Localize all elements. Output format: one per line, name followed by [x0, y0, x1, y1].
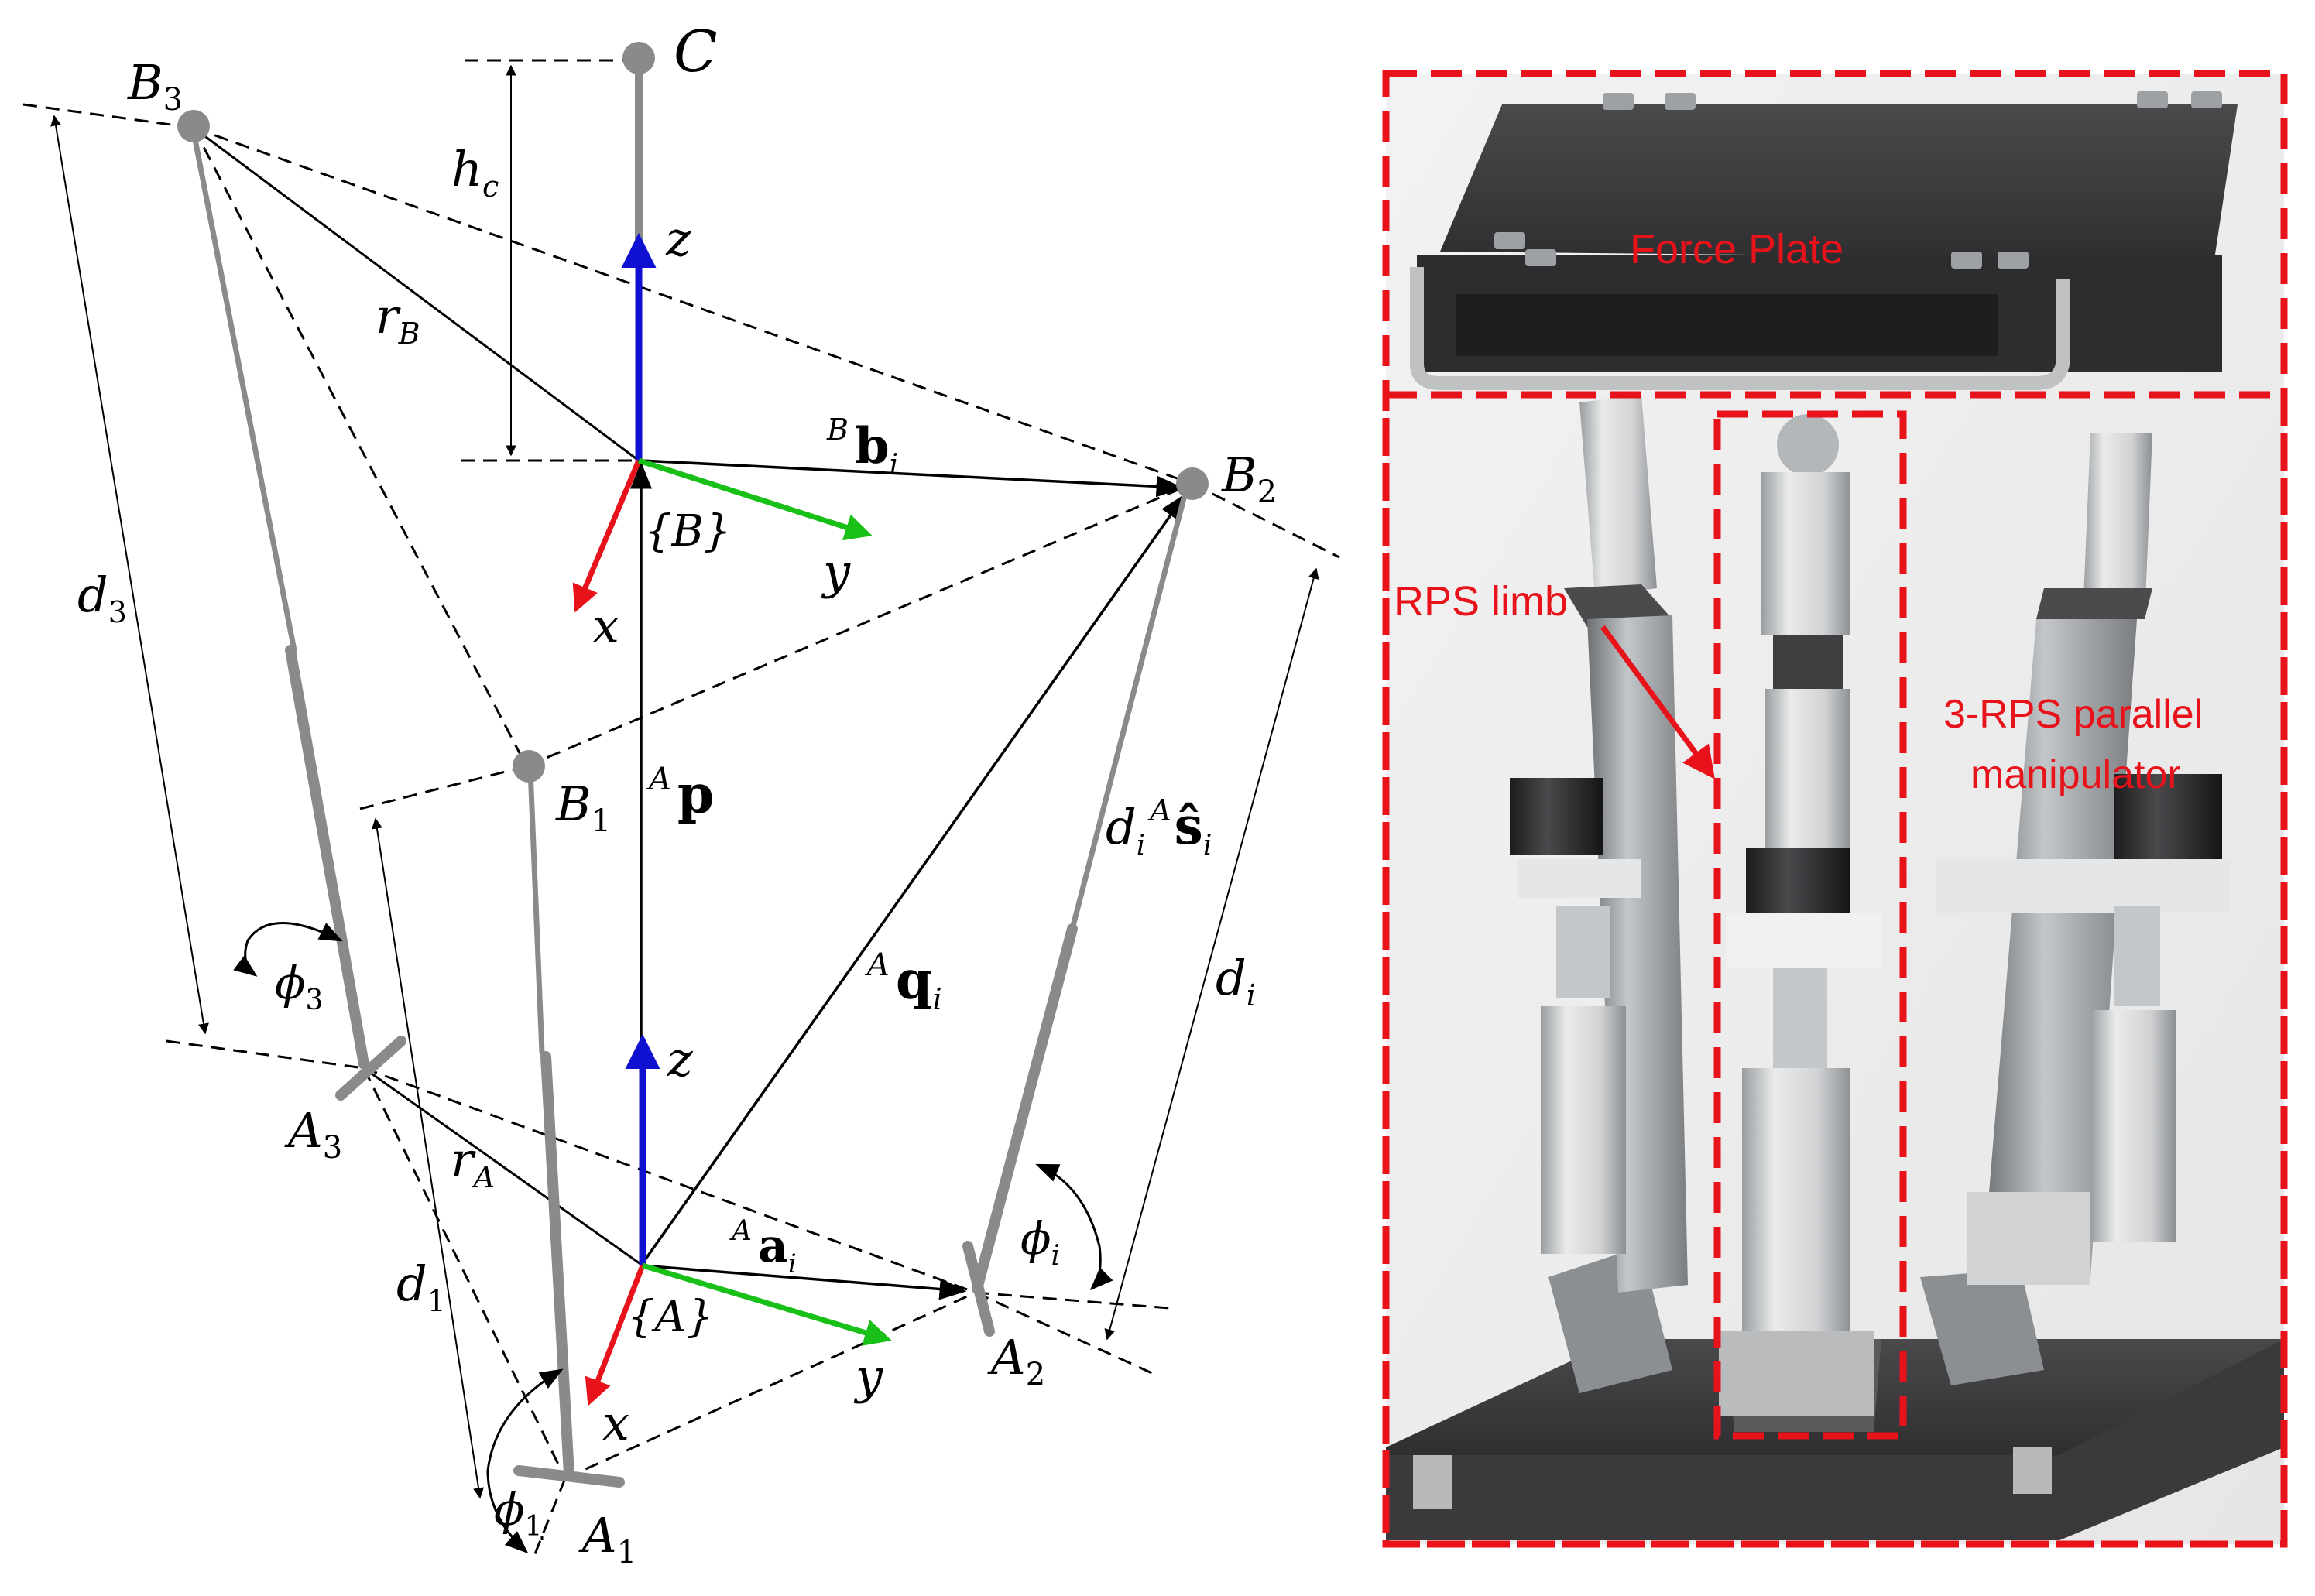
manipulator-render: Force Plate RPS limb 3-RPS parallel mani… — [1382, 70, 2288, 1548]
limb-2-thick — [972, 923, 1078, 1294]
label-B2: B2 — [1221, 447, 1277, 510]
label-B1: B1 — [555, 776, 611, 839]
limb-1-thin — [527, 767, 545, 1056]
limb-1-thick — [540, 1051, 574, 1480]
label-ds: diAŝi — [1106, 793, 1212, 861]
left-limb — [1510, 395, 1688, 1293]
label-frame-A: {A} — [627, 1292, 714, 1342]
label-phi3: ϕ3 — [275, 957, 323, 1016]
annotation-boxes — [1382, 70, 2288, 1548]
joint-B2 — [1176, 467, 1209, 500]
vector-b — [640, 459, 1184, 498]
joint-C — [622, 42, 655, 74]
label-bot-y: y — [853, 1348, 883, 1405]
upper-platform-triangle — [192, 126, 1193, 768]
d1-dimension — [371, 817, 485, 1499]
label-A2: A2 — [987, 1329, 1045, 1392]
label-bot-x: x — [602, 1395, 629, 1451]
label-phi1: ϕ1 — [494, 1483, 542, 1543]
label-force-plate: Force Plate — [1630, 226, 1843, 272]
label-top-z: z — [665, 211, 691, 267]
box-force-plate-separator — [1382, 391, 2288, 1548]
label-B3: B3 — [127, 54, 183, 118]
joint-B3 — [177, 110, 210, 142]
revolute-joint-A3 — [335, 1036, 406, 1101]
d3-dimension — [50, 115, 209, 1035]
label-bot-z: z — [667, 1031, 693, 1087]
rB-line — [193, 126, 640, 462]
label-hc: hc — [451, 141, 499, 204]
frame-B-x-axis — [572, 459, 642, 613]
limb-3-thick — [285, 645, 369, 1070]
label-rB: rB — [376, 288, 420, 351]
label-frame-B: {B} — [644, 506, 731, 557]
label-A1: A1 — [578, 1507, 636, 1570]
label-top-x: x — [592, 598, 619, 654]
label-manipulator-2: manipulator — [1970, 752, 2181, 797]
phi1-arc — [486, 1368, 564, 1554]
label-rps-limb: RPS limb — [1394, 578, 1568, 625]
kinematic-diagram: C B3 B2 B1 A3 A2 A1 {B} z x y {A} z x y … — [22, 19, 1340, 1570]
label-d1: d1 — [396, 1255, 446, 1318]
frame-A-y-axis — [641, 1262, 892, 1346]
label-top-y: y — [821, 543, 851, 600]
vector-a — [640, 1264, 967, 1300]
label-phii: ϕi — [1020, 1212, 1060, 1272]
frame-B-y-axis — [637, 457, 873, 541]
frame-A-x-axis — [585, 1264, 646, 1406]
label-C: C — [674, 19, 718, 85]
limb-2-thin — [1069, 492, 1188, 932]
vector-q — [640, 493, 1187, 1267]
force-plate — [1410, 91, 2238, 390]
label-manipulator-1: 3-RPS parallel — [1943, 692, 2203, 737]
revolute-joint-A2 — [962, 1241, 995, 1337]
phii-arc — [1035, 1163, 1113, 1291]
right-limb — [1936, 433, 2230, 1285]
frame-A — [585, 1034, 892, 1406]
label-A3: A3 — [284, 1102, 342, 1166]
rA-line — [363, 1067, 643, 1267]
middle-limb — [1719, 414, 1881, 1416]
label-d3: d3 — [77, 567, 127, 629]
label-rA: rA — [451, 1132, 495, 1194]
label-di: di — [1216, 950, 1256, 1012]
joint-B1 — [513, 750, 545, 783]
rps-limb-arrow — [1600, 625, 1715, 779]
di-dimension — [1104, 567, 1319, 1341]
limb-3-thin — [190, 128, 297, 653]
frame-B — [572, 233, 873, 613]
limbs — [190, 58, 1188, 1480]
revolute-joint-A1 — [513, 1465, 625, 1488]
phi3-arc — [233, 922, 343, 977]
box-rps-limb — [1713, 410, 1907, 1440]
